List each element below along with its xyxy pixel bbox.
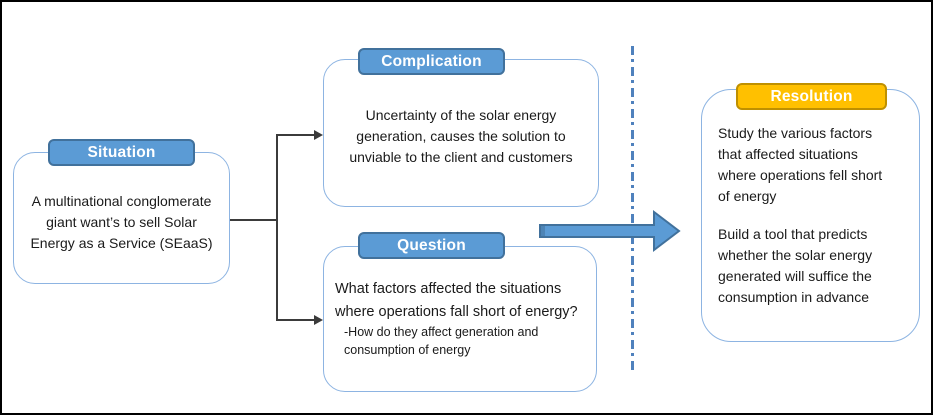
question-body: What factors affected the situations whe…: [324, 247, 596, 391]
question-sub-text: -How do they affect generation and consu…: [344, 325, 539, 358]
resolution-body: Study the various factors that affected …: [702, 90, 919, 341]
situation-header: Situation: [48, 139, 195, 166]
resolution-paragraph-2: Build a tool that predicts whether the s…: [718, 226, 873, 305]
complication-box: Uncertainty of the solar energy generati…: [323, 59, 599, 207]
resolution-header: Resolution: [736, 83, 887, 110]
situation-box: A multinational conglomerate giant want’…: [13, 152, 230, 284]
connector-vertical-line: [276, 134, 278, 321]
complication-header: Complication: [358, 48, 505, 75]
question-box: What factors affected the situations whe…: [323, 246, 597, 392]
connector-stem-line: [228, 219, 278, 221]
resolution-paragraph-1: Study the various factors that affected …: [718, 125, 883, 204]
connector-bottom-branch-line: [276, 319, 317, 321]
dash-dot-divider-line: [631, 46, 634, 374]
arrowhead-bottom-icon: [314, 315, 323, 325]
complication-body: Uncertainty of the solar energy generati…: [349, 106, 573, 165]
resolution-box: Study the various factors that affected …: [701, 89, 920, 342]
arrowhead-top-icon: [314, 130, 323, 140]
block-arrow-right-icon: [539, 209, 681, 253]
question-header: Question: [358, 232, 505, 259]
situation-body: A multinational conglomerate giant want’…: [30, 192, 213, 251]
question-main-text: What factors affected the situations whe…: [335, 281, 578, 320]
connector-top-branch-line: [276, 134, 317, 136]
